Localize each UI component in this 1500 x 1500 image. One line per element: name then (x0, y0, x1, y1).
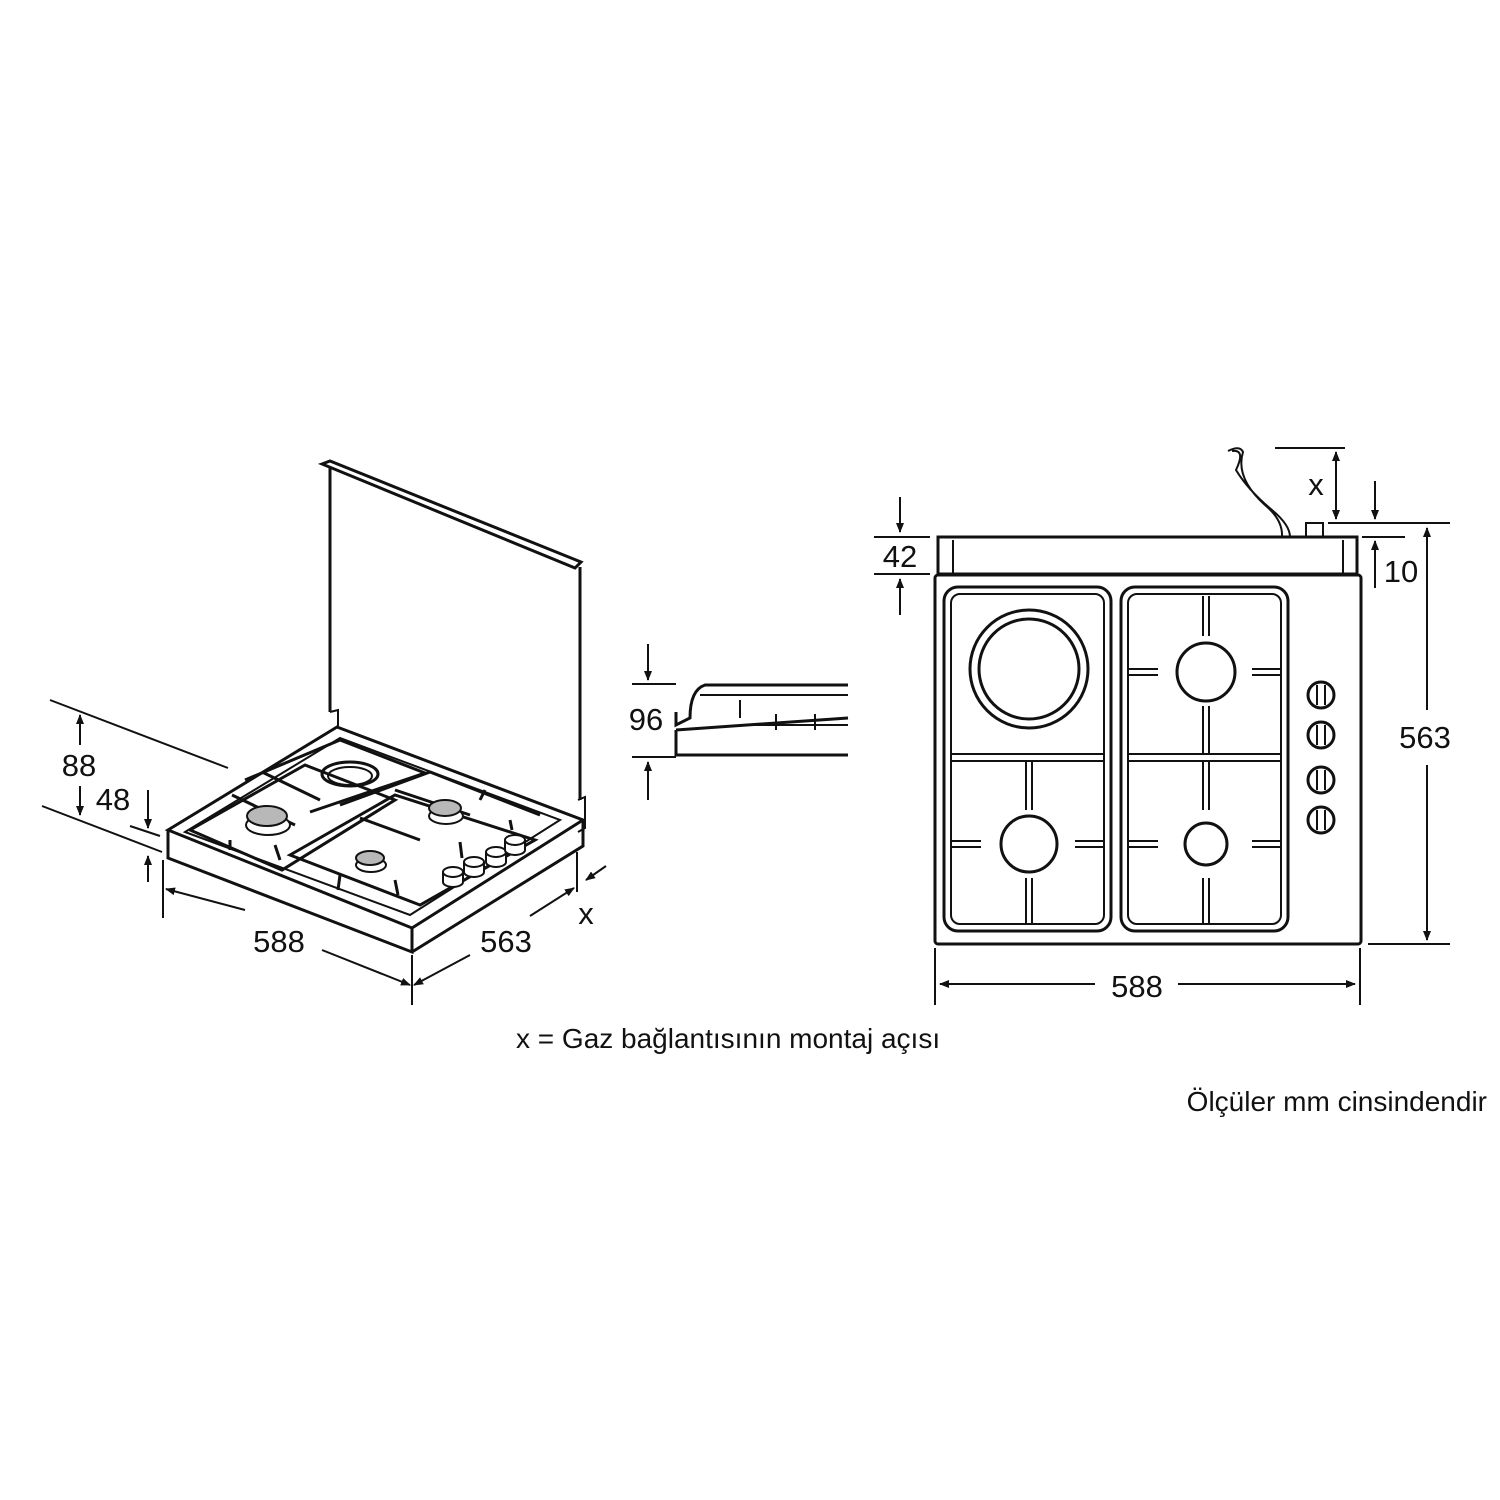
top-burner-front-left (999, 814, 1059, 874)
offset-label: 10 (1384, 554, 1418, 589)
side-height-label: 96 (629, 702, 663, 737)
glass-lid (317, 459, 586, 833)
width-label: 588 (253, 924, 305, 959)
x-label: x (578, 896, 594, 931)
iso-dimensions: 88 48 588 563 x (41, 699, 607, 1005)
height-body-label: 48 (96, 782, 130, 817)
x-legend-caption: x = Gaz bağlantısının montaj açısı (516, 1023, 941, 1054)
height-total-label: 88 (62, 748, 96, 783)
grid-right (1119, 585, 1290, 933)
top-hot-plate (968, 608, 1090, 730)
control-knobs (442, 834, 526, 888)
side-detail: 96 (629, 644, 849, 800)
hob-top (933, 573, 1363, 946)
depth-label: 563 (480, 924, 532, 959)
burner-left (245, 805, 291, 836)
top-x-label: x (1308, 467, 1324, 502)
top-knobs (1306, 680, 1336, 835)
burner-front (355, 850, 387, 873)
top-width-label: 588 (1111, 969, 1163, 1004)
burner-right (428, 799, 464, 825)
top-burner-rear-right (1175, 641, 1237, 703)
grid-left (942, 585, 1113, 933)
back-strip (936, 535, 1359, 576)
top-depth-label: 42 (883, 539, 917, 574)
top-burner-front-right (1183, 821, 1229, 867)
isometric-view: 88 48 588 563 x (41, 459, 607, 1005)
top-dimensions: 42 10 x 563 588 (874, 447, 1451, 1005)
top-depth-563-label: 563 (1399, 720, 1451, 755)
top-view: 42 10 x 563 588 (874, 447, 1451, 1005)
units-note: Ölçüler mm cinsindendir (1186, 1086, 1487, 1117)
